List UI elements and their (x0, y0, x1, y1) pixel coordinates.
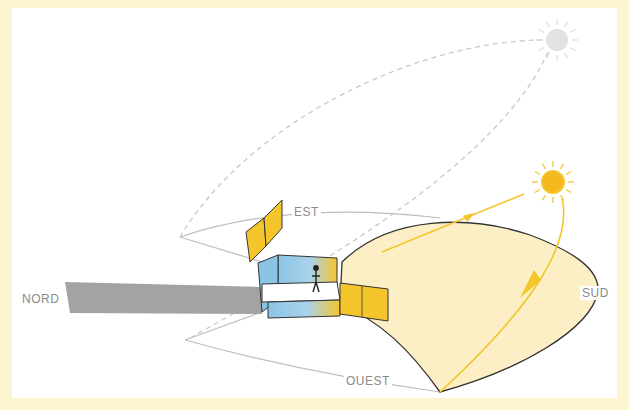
sun-path (440, 198, 564, 392)
panel (246, 218, 266, 262)
sunlit-zone (340, 222, 598, 392)
ground (12, 8, 617, 398)
sun-grey (536, 19, 578, 61)
north-shadow (65, 282, 262, 314)
compass-label: EST (292, 205, 321, 219)
sun-ray (382, 194, 524, 252)
panel (340, 283, 388, 321)
arrowhead (520, 270, 541, 298)
horizon-line (185, 312, 262, 340)
compass-label: NORD (20, 292, 61, 306)
person (312, 266, 320, 292)
panel (264, 200, 282, 246)
compass-label: SUD (580, 286, 611, 300)
horizon-line (185, 340, 440, 392)
sun-yellow (532, 161, 574, 203)
front-wall (268, 300, 340, 318)
arrowhead (462, 213, 475, 223)
compass-label: OUEST (344, 374, 392, 388)
panel-fold (362, 286, 363, 317)
floor (262, 282, 340, 302)
